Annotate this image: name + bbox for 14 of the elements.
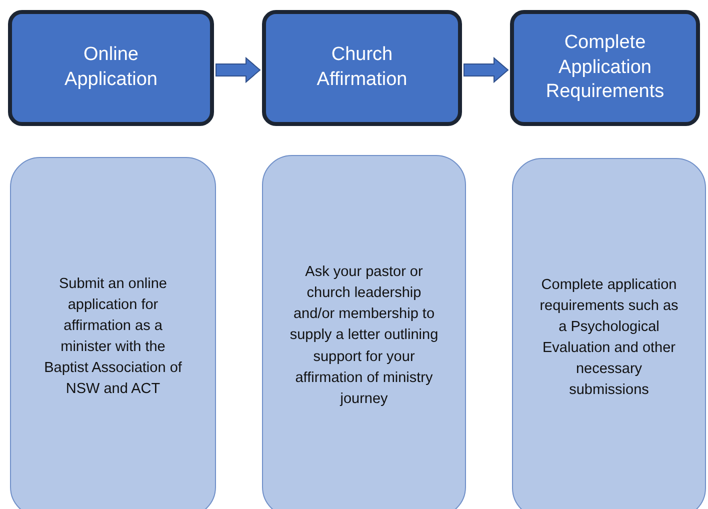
description-card: [512, 158, 706, 509]
step-box: [8, 10, 214, 126]
box-text: Complete Application Requirements: [546, 30, 664, 104]
description-card: [262, 155, 466, 509]
box-text: Complete application requirements such as a Psychological Evaluation and other necessary submissions: [539, 276, 679, 400]
box-text: Ask your pastor or church leadership and/or membership to supply a letter outlining support for your affirmation of ministry journey: [289, 263, 439, 409]
box-text: Submit an online application for affirmation as a minister with the Baptist Association of NSW and ACT: [43, 274, 183, 400]
box-text: Online Application: [64, 43, 158, 92]
step-box: [510, 10, 700, 126]
block-arrow: [216, 56, 261, 84]
step-box: [262, 10, 462, 126]
box-text: Church Affirmation: [316, 43, 408, 92]
description-card: [10, 157, 216, 509]
block-arrow: [464, 56, 509, 84]
